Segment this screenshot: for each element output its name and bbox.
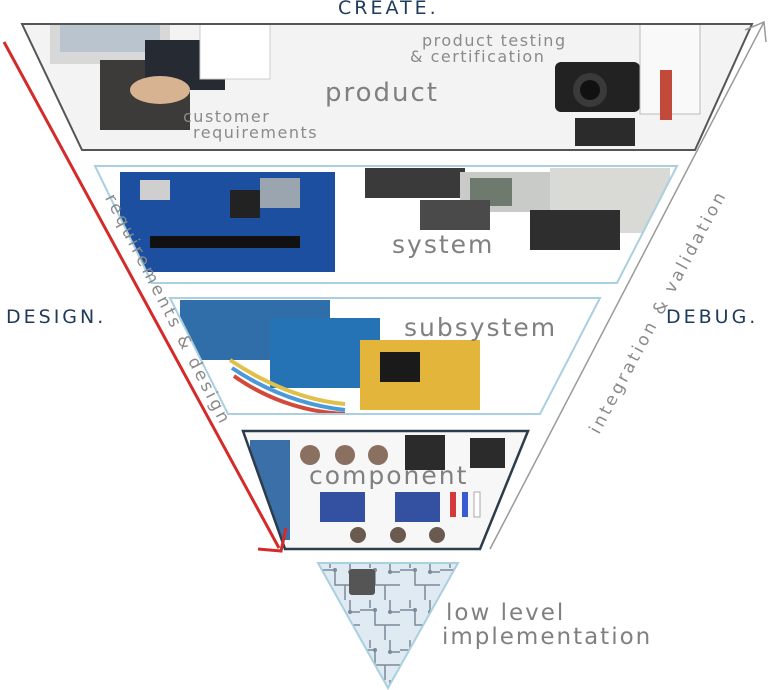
requirements-design-arrow xyxy=(2,41,288,553)
tier-low-level xyxy=(316,562,460,690)
note-customer: customer xyxy=(183,107,271,126)
tier-label-component: component xyxy=(309,461,469,490)
tier-label-system: system xyxy=(392,230,495,259)
debug-label: DEBUG. xyxy=(666,306,759,328)
design-label: DESIGN. xyxy=(6,306,107,328)
tier-subsystem xyxy=(168,297,602,415)
tier-label-low-level-1: low level xyxy=(446,600,566,626)
note-requirements: requirements xyxy=(193,123,319,142)
tier-product xyxy=(20,23,754,151)
note-product-testing: product testing xyxy=(422,31,567,50)
integration-validation-arrow xyxy=(489,20,767,550)
tier-system xyxy=(93,165,679,284)
tier-component xyxy=(241,429,530,551)
note-certification: & certification xyxy=(410,47,546,66)
tier-label-low-level-2: implementation xyxy=(442,624,653,650)
tier-label-product: product xyxy=(325,78,440,108)
tier-label-subsystem: subsystem xyxy=(404,313,558,342)
create-label: CREATE. xyxy=(338,0,439,19)
